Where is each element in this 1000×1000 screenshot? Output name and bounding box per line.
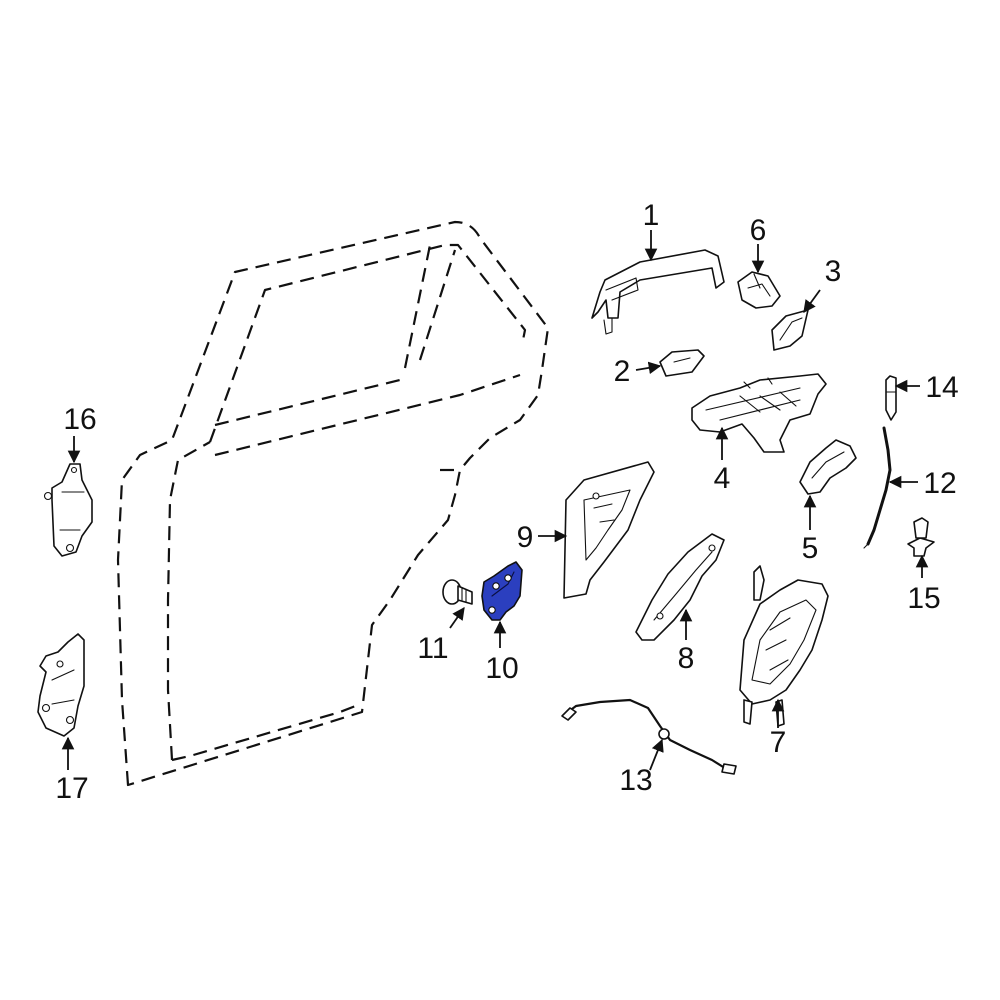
part-9-panel-carrier xyxy=(563,461,655,599)
callout-17: 17 xyxy=(55,772,88,805)
leader-3 xyxy=(803,289,821,314)
callout-11: 11 xyxy=(417,632,448,665)
callout-12: 12 xyxy=(923,467,956,500)
part-13-cable xyxy=(561,698,737,775)
part-14-push-pin xyxy=(885,375,897,421)
callout-9: 9 xyxy=(517,521,534,554)
part-7-door-latch xyxy=(739,565,829,727)
part-6-lock-cylinder xyxy=(737,271,781,309)
callout-3: 3 xyxy=(825,255,842,288)
part-4-handle-carrier xyxy=(691,373,827,453)
part-2-gasket xyxy=(659,349,705,377)
part-16-upper-hinge xyxy=(43,463,93,557)
callout-5: 5 xyxy=(802,532,819,565)
callout-labels: 1 2 3 4 5 6 7 8 9 10 11 12 13 14 15 16 1… xyxy=(55,199,958,805)
callout-2: 2 xyxy=(614,355,631,388)
leader-lines xyxy=(61,230,929,771)
callout-4: 4 xyxy=(714,462,731,495)
part-17-lower-hinge xyxy=(37,633,85,737)
callout-7: 7 xyxy=(770,726,787,759)
leader-2 xyxy=(635,361,662,375)
part-5-bracket xyxy=(799,439,857,495)
part-12-rod xyxy=(863,426,892,549)
leader-11 xyxy=(449,606,465,629)
callout-8: 8 xyxy=(678,642,695,675)
part-15-clip xyxy=(907,517,935,557)
callout-13: 13 xyxy=(619,764,652,797)
callout-16: 16 xyxy=(63,403,96,436)
door-outline xyxy=(116,220,550,787)
callout-1: 1 xyxy=(643,199,660,232)
part-10-striker xyxy=(481,561,523,621)
callout-15: 15 xyxy=(907,582,940,615)
callout-6: 6 xyxy=(750,214,767,247)
callout-10: 10 xyxy=(485,652,518,685)
leader-13 xyxy=(649,738,664,771)
part-11-bolt xyxy=(442,579,473,605)
part-8-inner-bracket xyxy=(635,533,725,641)
part-3-cover-cap xyxy=(771,309,809,351)
callout-14: 14 xyxy=(925,371,958,404)
part-1-outer-handle xyxy=(591,249,725,335)
